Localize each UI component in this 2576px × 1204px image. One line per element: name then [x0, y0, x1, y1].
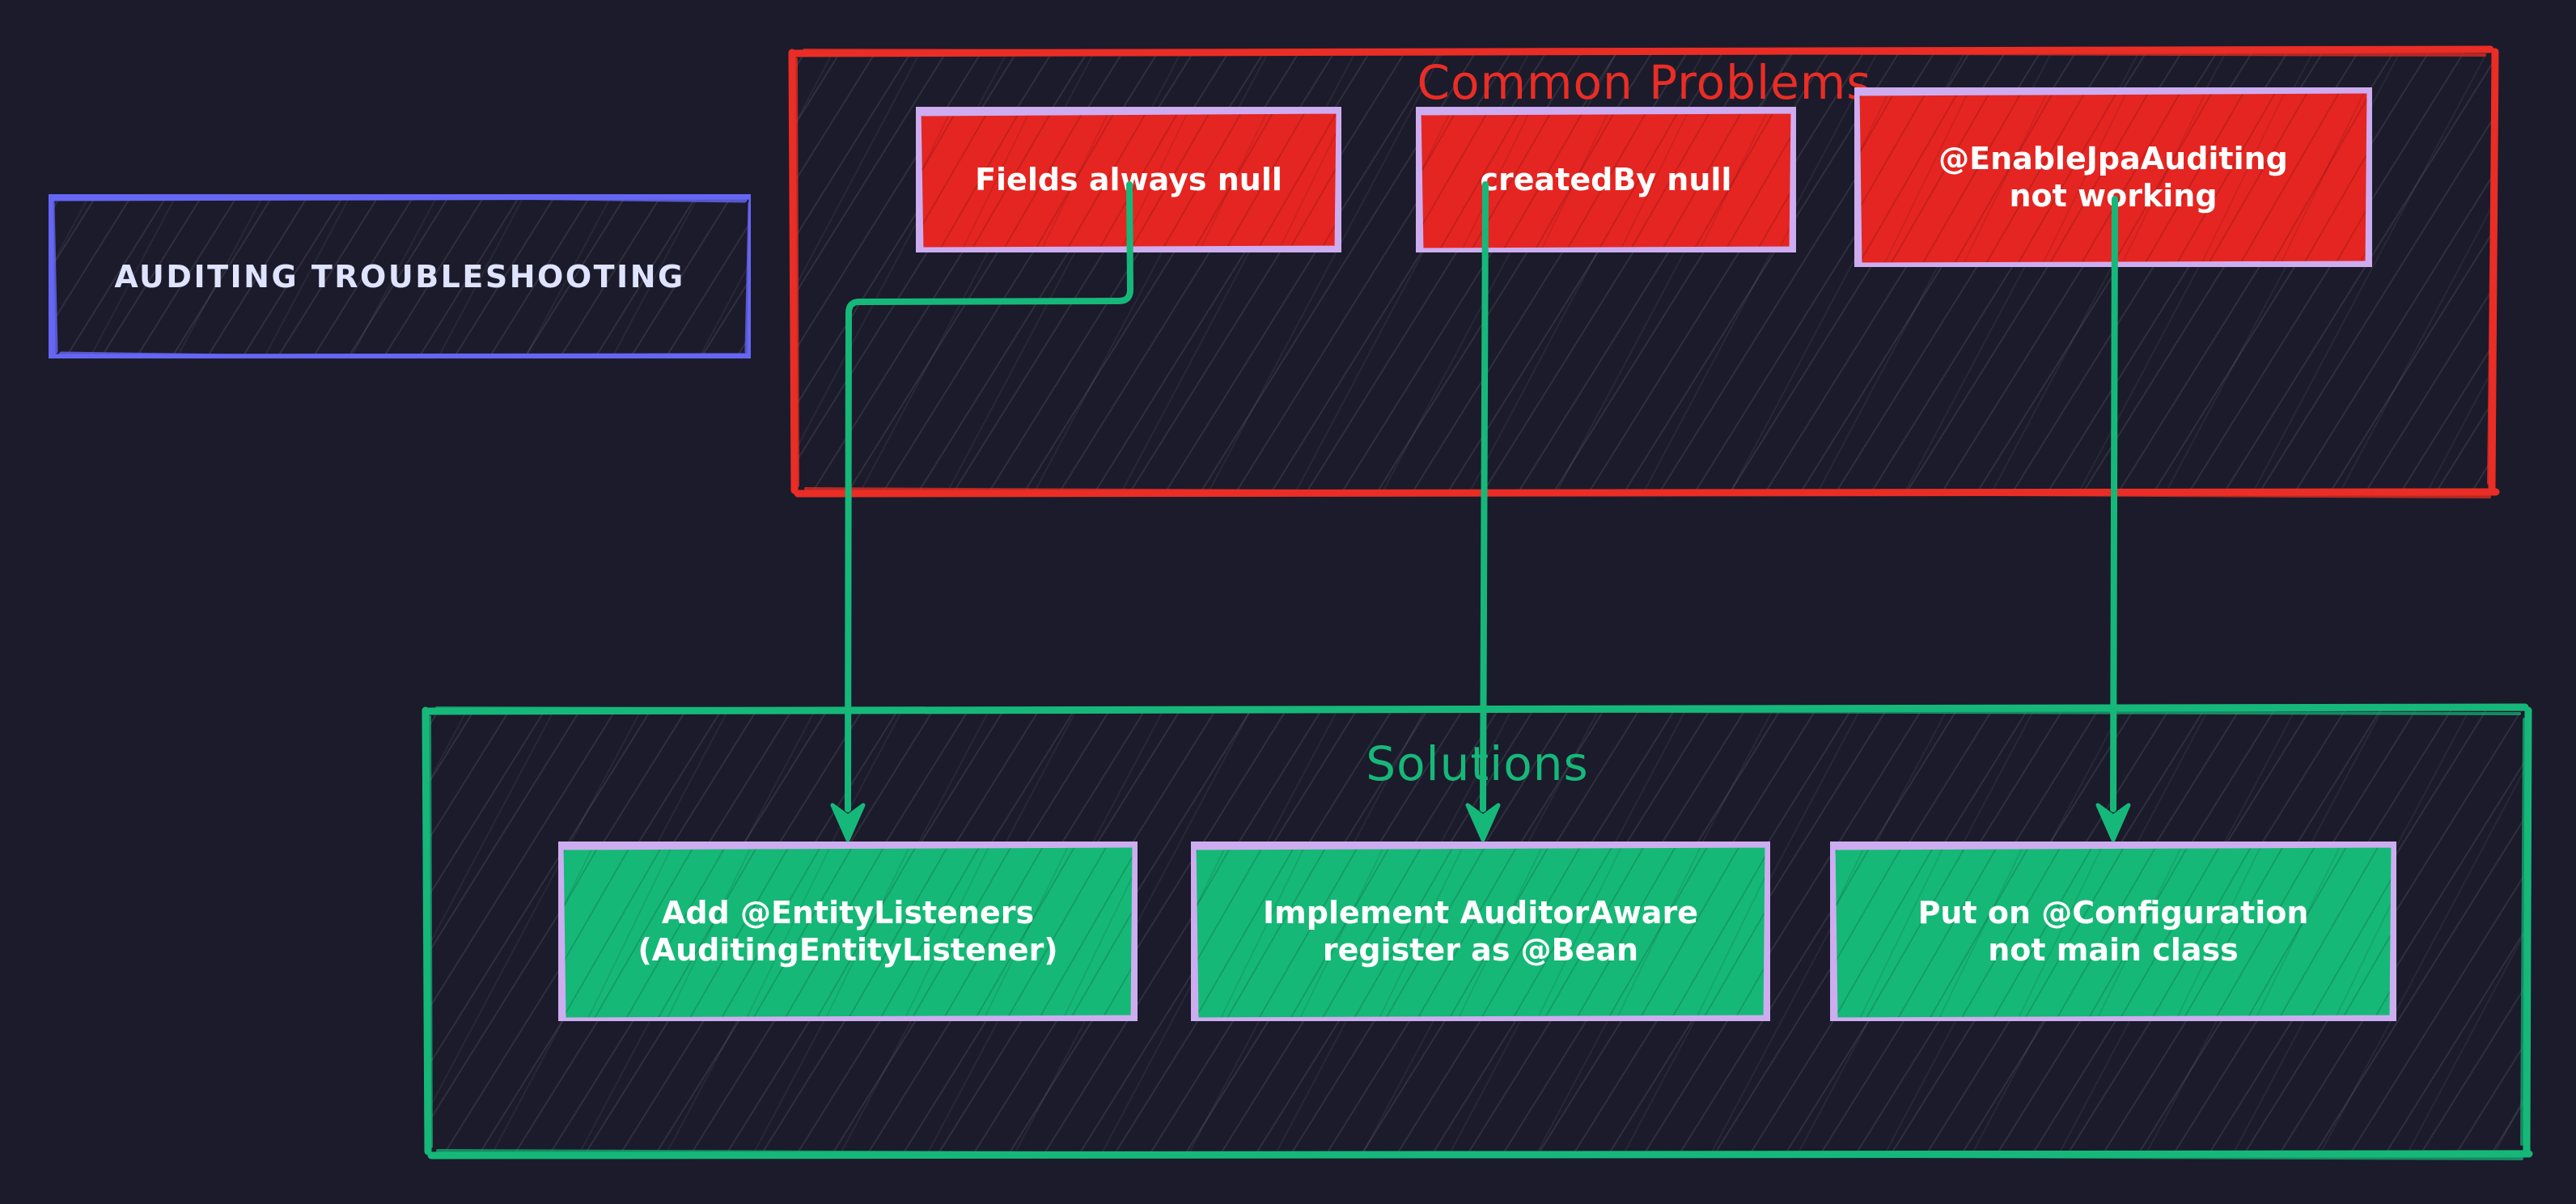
- title-box-auditing-troubleshooting: AUDITING TROUBLESHOOTING: [49, 194, 751, 358]
- node-outline: [1416, 107, 1796, 252]
- node-enablejpaauditing-not-working[interactable]: @EnableJpaAuditing not working: [1854, 87, 2372, 267]
- title-box-outline: [49, 194, 751, 358]
- node-label: Fields always null: [975, 161, 1282, 197]
- node-label: createdBy null: [1480, 161, 1732, 197]
- node-label-line1: @EnableJpaAuditing: [1938, 140, 2288, 176]
- node-label-line1: Add @EntityListeners: [661, 894, 1035, 931]
- group-frame-outline-solutions: [422, 703, 2533, 1160]
- node-label-line1: Put on @Configuration: [1917, 894, 2309, 931]
- node-fields-always-null[interactable]: Fields always null: [916, 107, 1341, 252]
- node-label-line1: Implement AuditorAware: [1263, 894, 1698, 931]
- group-title-common-problems: Common Problems: [1417, 55, 1872, 110]
- node-label-line2: not main class: [1988, 932, 2239, 968]
- node-outline: [1830, 842, 2396, 1021]
- node-outline: [916, 107, 1341, 252]
- node-outline: [558, 842, 1138, 1021]
- node-implement-auditoraware[interactable]: Implement AuditorAware register as @Bean: [1191, 842, 1770, 1021]
- node-label-line2: register as @Bean: [1322, 932, 1639, 968]
- title-box-label: AUDITING TROUBLESHOOTING: [114, 258, 685, 295]
- node-label-line2: (AuditingEntityListener): [638, 932, 1058, 968]
- node-outline: [1191, 842, 1770, 1021]
- node-put-on-configuration[interactable]: Put on @Configuration not main class: [1830, 842, 2396, 1021]
- node-add-entitylisteners[interactable]: Add @EntityListeners (AuditingEntityList…: [558, 842, 1138, 1021]
- node-outline: [1854, 87, 2372, 267]
- group-frame-outline-common-problems: [788, 45, 2500, 498]
- node-createdby-null[interactable]: createdBy null: [1416, 107, 1796, 252]
- group-title-solutions: Solutions: [1366, 736, 1589, 791]
- node-label-line2: not working: [2009, 178, 2218, 214]
